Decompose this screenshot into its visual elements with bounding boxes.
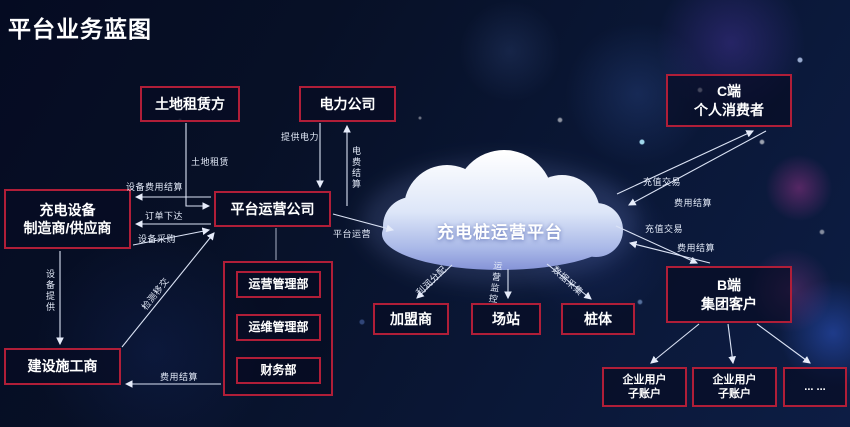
edge-c-recharge	[616, 130, 754, 195]
cloud-platform-label: 充电桩运营平台	[437, 223, 563, 242]
edge-label-land-lease: 土地租赁	[191, 157, 230, 167]
edge-label-equipment-fee-settlement: 设备费用结算	[126, 182, 184, 192]
box-dept-maintenance: 运维管理部	[236, 314, 321, 341]
box-label: 制造商/供应商	[23, 220, 112, 236]
box-label: 企业用户	[712, 373, 757, 386]
box-station: 场站	[471, 303, 541, 335]
edge-land-to-operator	[185, 123, 211, 210]
edge-label-power-fee-settlement: 电费结算	[351, 146, 361, 190]
box-label: B端	[716, 277, 742, 294]
edge-label-b-fee-settlement: 费用结算	[677, 243, 716, 253]
box-label: 子账户	[628, 388, 661, 400]
edge-inspection	[121, 232, 215, 348]
edge-label-construction-fee-settlement: 费用结算	[160, 372, 199, 382]
box-dept-operation: 运营管理部	[236, 271, 321, 298]
box-sub-account-1: 企业用户 子账户	[602, 367, 687, 407]
edge-b-more	[756, 323, 811, 364]
edge-label-equipment-provision: 设备提供	[45, 269, 55, 313]
edge-label-equipment-procurement: 设备采购	[138, 234, 177, 244]
box-label: 集团客户	[701, 295, 757, 312]
box-constructor: 建设施工商	[4, 348, 121, 385]
edge-procurement	[132, 227, 211, 246]
box-equipment-supplier: 充电设备 制造商/供应商	[4, 189, 131, 249]
edge-platform-operation	[332, 213, 395, 233]
page-title: 平台业务蓝图	[8, 16, 152, 42]
box-more: ... ...	[783, 367, 847, 407]
edge-profit	[416, 264, 453, 299]
box-b-end: B端 集团客户	[666, 266, 792, 323]
edge-b-sub2	[727, 323, 736, 365]
edge-b-sub1	[650, 323, 700, 364]
edge-b-fee	[628, 240, 711, 264]
edge-label-b-recharge: 充值交易	[645, 224, 684, 234]
box-land-lessor: 土地租赁方	[140, 86, 240, 122]
box-platform-operator: 平台运营公司	[214, 191, 331, 227]
box-sub-account-2: 企业用户 子账户	[692, 367, 777, 407]
edge-label-c-recharge: 充值交易	[643, 177, 682, 187]
box-label: 个人消费者	[694, 101, 764, 118]
box-label: 企业用户	[622, 373, 667, 386]
box-label: 充电设备	[39, 201, 96, 218]
cloud-shape	[362, 150, 638, 284]
edge-label-order-placement: 订单下达	[145, 211, 184, 221]
edge-c-fee	[628, 130, 767, 206]
edge-label-c-fee-settlement: 费用结算	[674, 198, 713, 208]
box-pile: 桩体	[561, 303, 635, 335]
edge-data-collection	[546, 263, 592, 300]
edge-label-provide-power: 提供电力	[281, 132, 320, 142]
box-power-company: 电力公司	[299, 86, 396, 122]
edge-label-platform-operation: 平台运营	[333, 229, 372, 239]
box-franchisee: 加盟商	[373, 303, 449, 335]
box-c-end: C端 个人消费者	[666, 74, 792, 127]
box-label: C端	[716, 83, 742, 100]
box-dept-finance: 财务部	[236, 357, 321, 384]
box-label: 子账户	[718, 388, 751, 400]
